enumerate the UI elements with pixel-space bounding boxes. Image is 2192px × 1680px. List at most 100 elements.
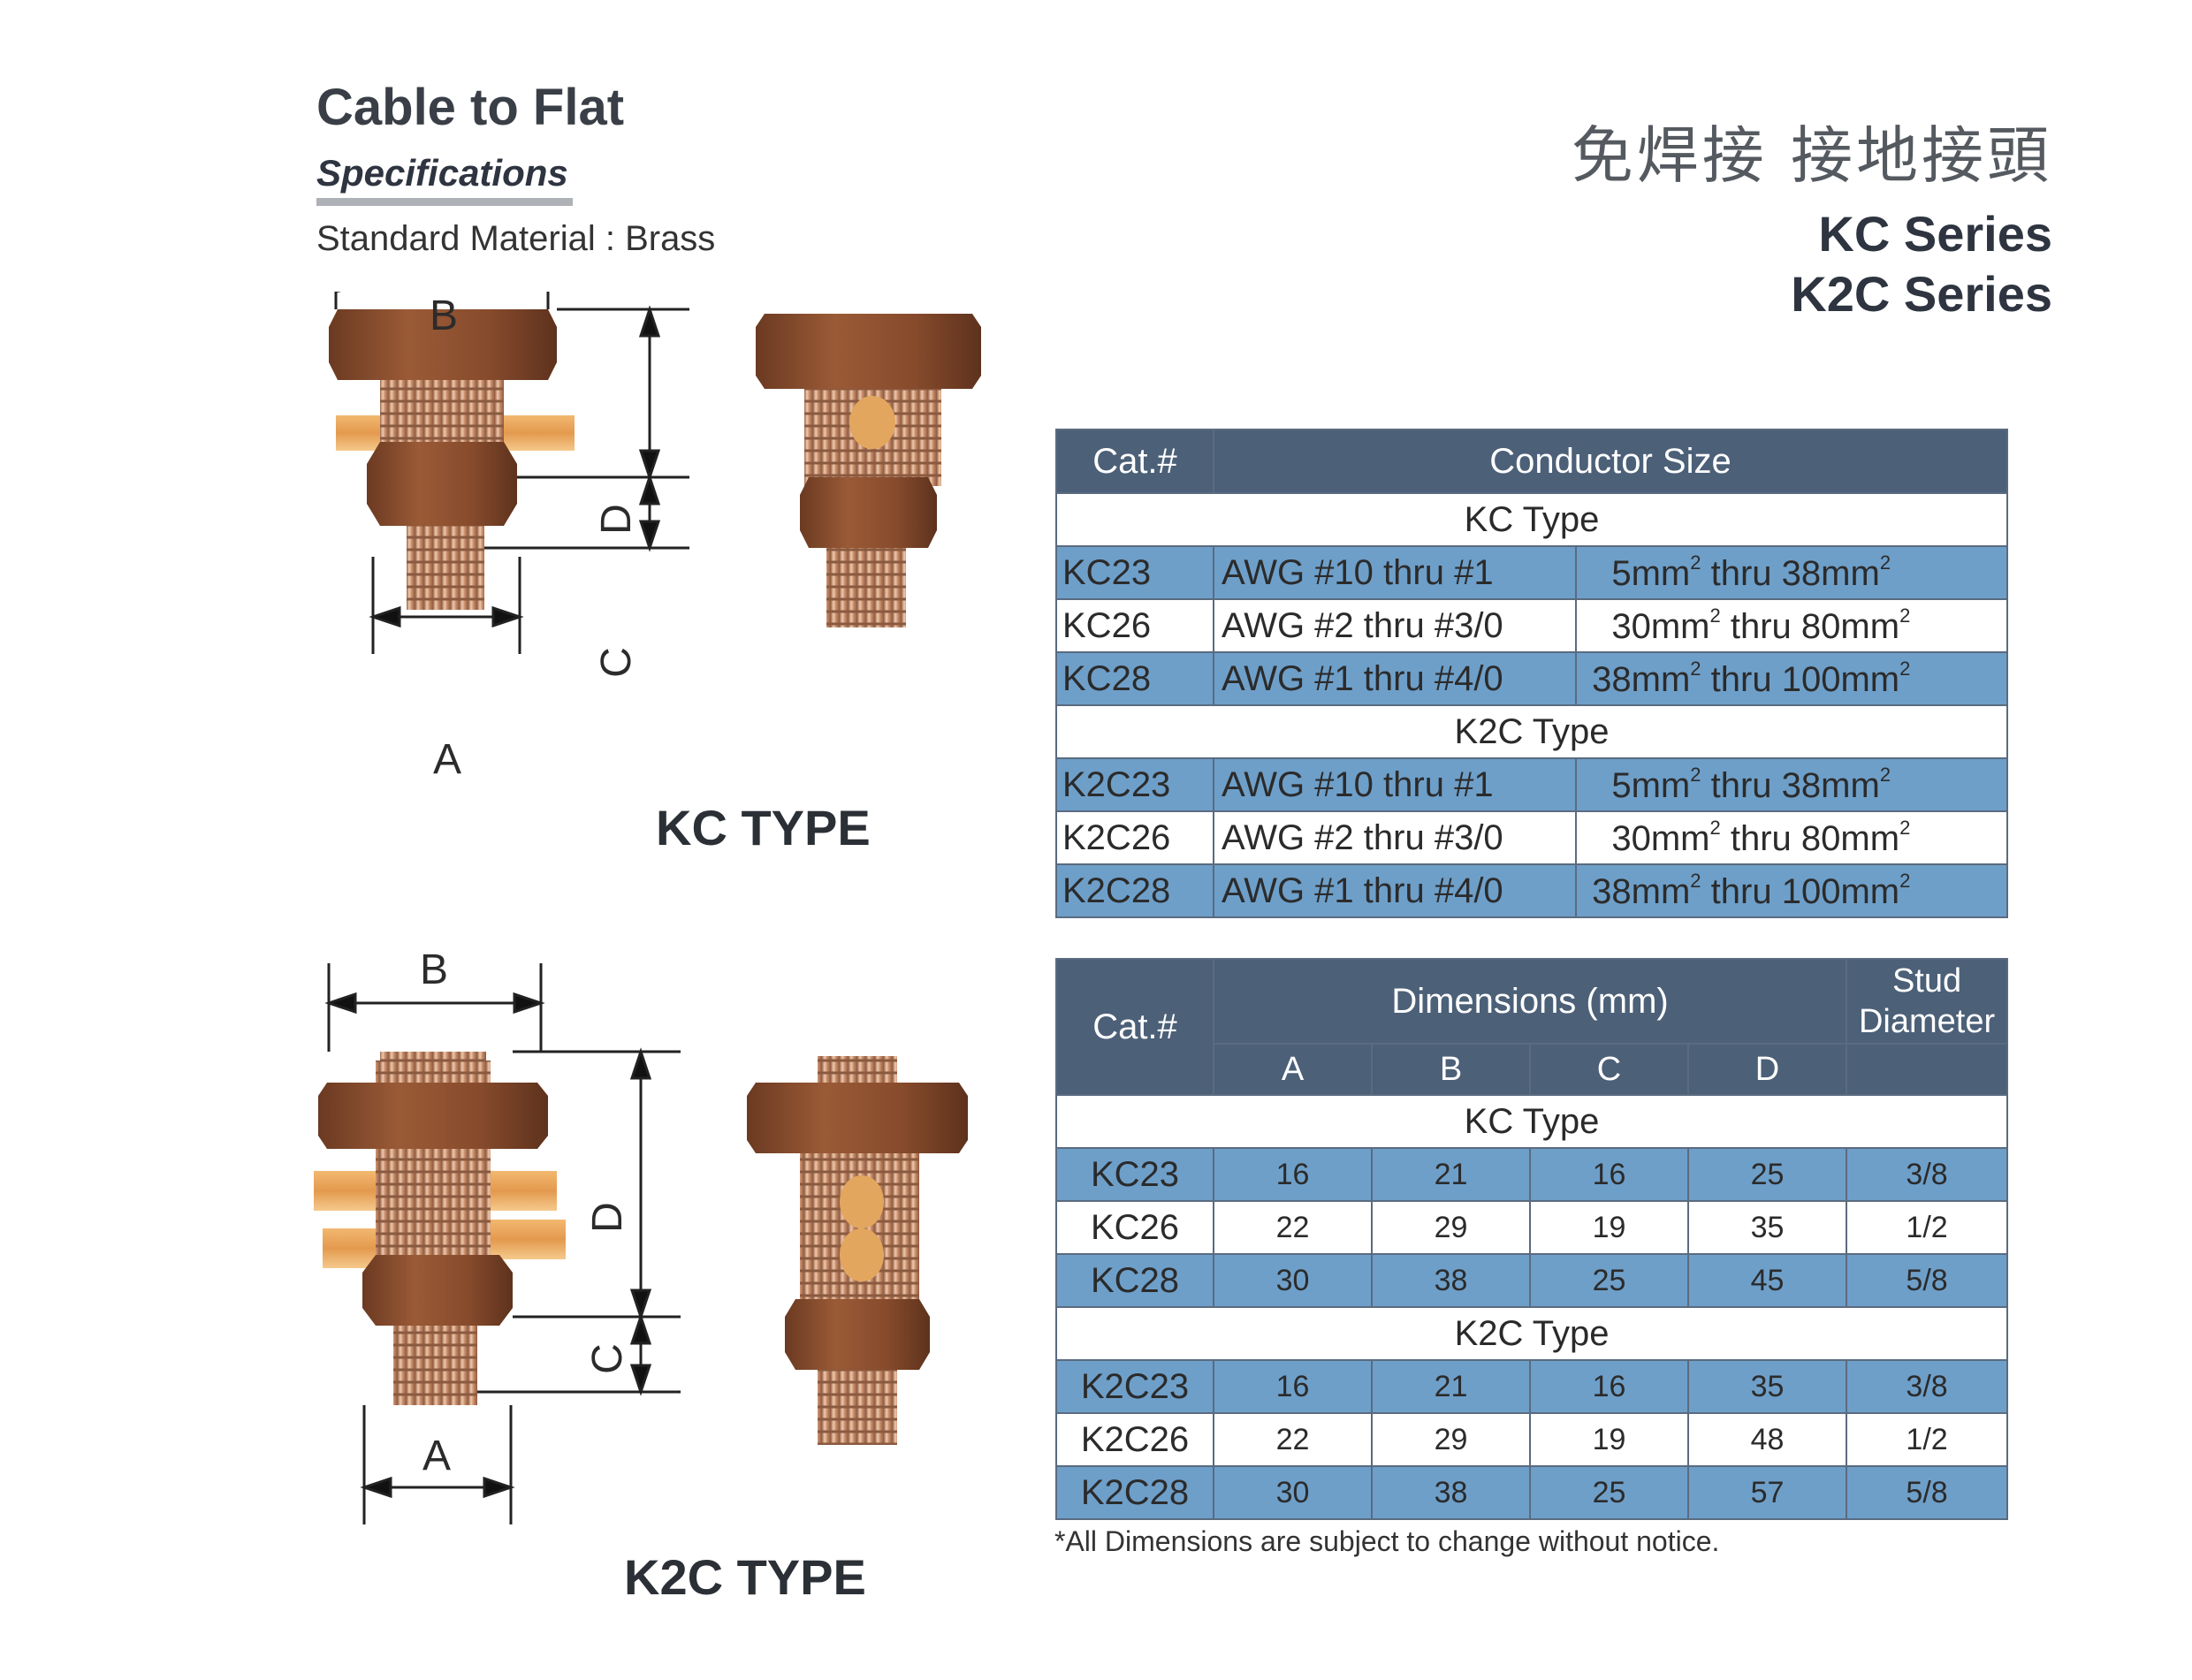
heading-underline xyxy=(316,198,573,206)
stud-cell: 3/8 xyxy=(1846,1359,2009,1414)
k2c-side-view xyxy=(747,1056,968,1445)
series-k2c: K2C Series xyxy=(1791,266,2052,322)
stud-cell: 1/2 xyxy=(1846,1412,2009,1467)
dim-c-cell: 16 xyxy=(1529,1147,1689,1202)
col-c-header: C xyxy=(1529,1043,1689,1096)
cat-cell: K2C23 xyxy=(1055,757,1214,812)
table-row: K2C28 30 38 25 57 5/8 xyxy=(1055,1465,2009,1520)
mm-cell: 5mm2 thru 38mm2 xyxy=(1574,545,2009,600)
kc-dim-b-label: B xyxy=(430,293,459,339)
series-kc: KC Series xyxy=(1818,206,2052,262)
awg-cell: AWG #2 thru #3/0 xyxy=(1213,598,1577,653)
dim-a-cell: 22 xyxy=(1213,1412,1373,1467)
conductor-size-table: Cat.# Conductor Size KC Type KC23 AWG #1… xyxy=(1054,429,2009,918)
mm-cell: 30mm2 thru 80mm2 xyxy=(1574,810,2009,865)
dim-a-cell: 30 xyxy=(1213,1465,1373,1520)
dim-b-cell: 21 xyxy=(1371,1359,1531,1414)
table-row: KC23 16 21 16 25 3/8 xyxy=(1055,1147,2009,1202)
table-row: K2C26 22 29 19 48 1/2 xyxy=(1055,1412,2009,1467)
cat-cell: KC23 xyxy=(1055,545,1214,600)
dim-b-cell: 38 xyxy=(1371,1465,1531,1520)
table-row: K2C28 AWG #1 thru #4/0 38mm2 thru 100mm2 xyxy=(1055,863,2009,918)
kc-dim-a-label: A xyxy=(433,736,462,783)
table-row: K2C26 AWG #2 thru #3/0 30mm2 thru 80mm2 xyxy=(1055,810,2009,865)
dim-a-cell: 16 xyxy=(1213,1147,1373,1202)
chinese-title: 免焊接 接地接頭 xyxy=(1571,119,2052,192)
kc-dimension-lines xyxy=(334,292,689,654)
cat-header: Cat.# xyxy=(1055,958,1214,1096)
standard-material: Standard Material : Brass xyxy=(316,219,716,258)
kc-side-view xyxy=(756,314,981,627)
specifications-heading: Specifications xyxy=(316,152,568,194)
kc-diagram xyxy=(329,292,981,654)
cat-cell: KC26 xyxy=(1055,1200,1214,1255)
mm-cell: 30mm2 thru 80mm2 xyxy=(1574,598,2009,653)
col-b-header: B xyxy=(1371,1043,1531,1096)
page-title: Cable to Flat xyxy=(316,79,625,136)
k2c-dim-a-label: A xyxy=(422,1433,452,1479)
k2c-dim-c-label: C xyxy=(583,1343,631,1374)
k2c-front-view xyxy=(314,1052,566,1405)
k2c-dim-b-label: B xyxy=(420,946,449,993)
group-label: KC Type xyxy=(1054,492,2009,547)
cat-cell: KC23 xyxy=(1055,1147,1214,1202)
dim-d-cell: 45 xyxy=(1686,1253,1848,1308)
kc-type-label: KC TYPE xyxy=(656,800,871,855)
dim-a-cell: 22 xyxy=(1213,1200,1373,1255)
cat-cell: K2C28 xyxy=(1055,1465,1214,1520)
dim-c-cell: 16 xyxy=(1529,1359,1689,1414)
group-label: KC Type xyxy=(1054,1094,2009,1149)
dim-b-cell: 29 xyxy=(1371,1200,1531,1255)
group-label: K2C Type xyxy=(1054,704,2009,759)
stud-cell: 1/2 xyxy=(1846,1200,2009,1255)
stud-cell: 5/8 xyxy=(1846,1465,2009,1520)
conductor-size-header: Conductor Size xyxy=(1212,429,2009,494)
cat-cell: K2C23 xyxy=(1055,1359,1214,1414)
dim-a-cell: 16 xyxy=(1213,1359,1373,1414)
k2c-dim-d-label: D xyxy=(583,1202,631,1233)
dim-b-cell: 21 xyxy=(1371,1147,1531,1202)
stud-cell: 5/8 xyxy=(1846,1253,2009,1308)
k2c-type-label: K2C TYPE xyxy=(624,1549,866,1605)
table-row: KC26 22 29 19 35 1/2 xyxy=(1055,1200,2009,1255)
kc-dim-c-label: C xyxy=(592,647,640,678)
dim-d-cell: 25 xyxy=(1686,1147,1848,1202)
dim-d-cell: 35 xyxy=(1686,1359,1848,1414)
awg-cell: AWG #10 thru #1 xyxy=(1213,757,1577,812)
awg-cell: AWG #2 thru #3/0 xyxy=(1213,810,1577,865)
cat-cell: K2C26 xyxy=(1055,810,1214,865)
table-row: KC28 30 38 25 45 5/8 xyxy=(1055,1253,2009,1308)
dimensions-header: Dimensions (mm) xyxy=(1212,958,1848,1045)
cat-cell: K2C28 xyxy=(1055,863,1214,918)
col-a-header: A xyxy=(1213,1043,1373,1096)
dim-c-cell: 25 xyxy=(1529,1253,1689,1308)
kc-dim-d-label: D xyxy=(592,504,640,535)
stud-sub-header xyxy=(1846,1043,2009,1096)
dim-c-cell: 19 xyxy=(1529,1412,1689,1467)
cat-cell: KC28 xyxy=(1055,1253,1214,1308)
dim-c-cell: 19 xyxy=(1529,1200,1689,1255)
cat-cell: KC26 xyxy=(1055,598,1214,653)
dim-b-cell: 38 xyxy=(1371,1253,1531,1308)
stud-diameter-header: Stud Diameter xyxy=(1846,958,2009,1045)
table-row: KC28 AWG #1 thru #4/0 38mm2 thru 100mm2 xyxy=(1055,651,2009,706)
awg-cell: AWG #1 thru #4/0 xyxy=(1213,651,1577,706)
table-row: KC23 AWG #10 thru #1 5mm2 thru 38mm2 xyxy=(1055,545,2009,600)
awg-cell: AWG #1 thru #4/0 xyxy=(1213,863,1577,918)
k2c-dimension-lines xyxy=(324,963,681,1524)
cat-cell: K2C26 xyxy=(1055,1412,1214,1467)
cat-header: Cat.# xyxy=(1055,429,1214,494)
table-row: KC26 AWG #2 thru #3/0 30mm2 thru 80mm2 xyxy=(1055,598,2009,653)
cat-cell: KC28 xyxy=(1055,651,1214,706)
stud-cell: 3/8 xyxy=(1846,1147,2009,1202)
mm-cell: 5mm2 thru 38mm2 xyxy=(1574,757,2009,812)
dim-d-cell: 35 xyxy=(1686,1200,1848,1255)
group-label: K2C Type xyxy=(1054,1306,2009,1361)
mm-cell: 38mm2 thru 100mm2 xyxy=(1574,651,2009,706)
kc-front-view xyxy=(329,309,575,610)
dim-d-cell: 48 xyxy=(1686,1412,1848,1467)
footnote: *All Dimensions are subject to change wi… xyxy=(1054,1525,1720,1557)
dimensions-table: Cat.# Dimensions (mm) Stud Diameter A B … xyxy=(1054,958,2009,1520)
table-row: K2C23 16 21 16 35 3/8 xyxy=(1055,1359,2009,1414)
dim-b-cell: 29 xyxy=(1371,1412,1531,1467)
